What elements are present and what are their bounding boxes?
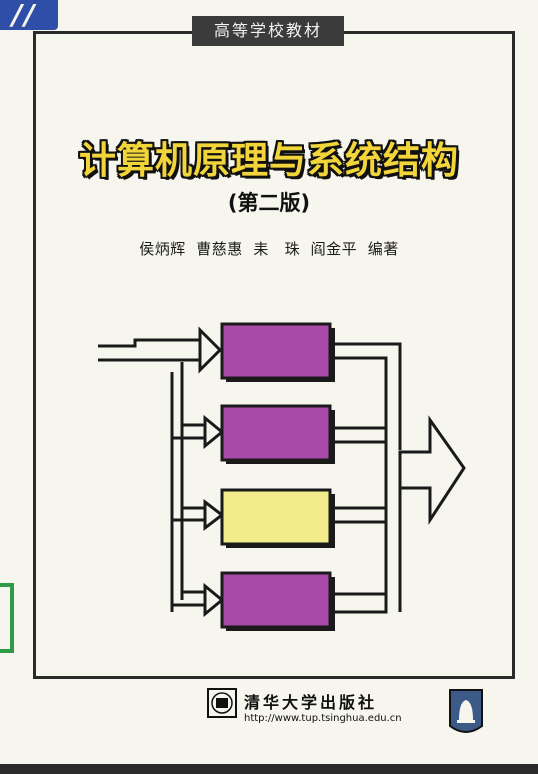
book-title: 计算机原理与系统结构 <box>79 139 459 182</box>
authors-line: 侯炳辉 曹慈惠 耒 珠 阎金平 编著 <box>139 240 399 258</box>
output-arrow <box>398 415 466 526</box>
output-bus <box>332 342 402 614</box>
branch-arrow-3 <box>172 506 205 522</box>
branch-arrow-2 <box>172 423 205 440</box>
spine-mark-text: // <box>12 0 37 31</box>
edition-label: (第二版) <box>227 191 311 215</box>
input-arrow <box>98 338 200 348</box>
process-block-1 <box>220 322 332 380</box>
branch-arrow-head-4 <box>203 582 225 618</box>
bottom-band <box>0 764 538 774</box>
branch-arrow-head-2 <box>203 414 225 450</box>
publisher-url[interactable]: http://www.tup.tsinghua.edu.cn <box>244 713 402 724</box>
process-block-4 <box>220 571 332 629</box>
input-arrow-head <box>198 326 223 374</box>
bell-emblem-icon <box>449 689 483 733</box>
process-block-3 <box>220 488 332 546</box>
process-block-2 <box>220 404 332 462</box>
branch-arrow-head-3 <box>203 498 225 532</box>
branch-arrow-4 <box>172 590 205 607</box>
side-bracket <box>0 583 14 653</box>
publisher-name: 清华大学出版社 <box>244 693 378 712</box>
publisher-logo-icon <box>207 688 237 718</box>
output-taps <box>332 426 386 596</box>
series-label: 高等学校教材 <box>192 16 344 46</box>
spine-mark: // <box>0 0 58 31</box>
